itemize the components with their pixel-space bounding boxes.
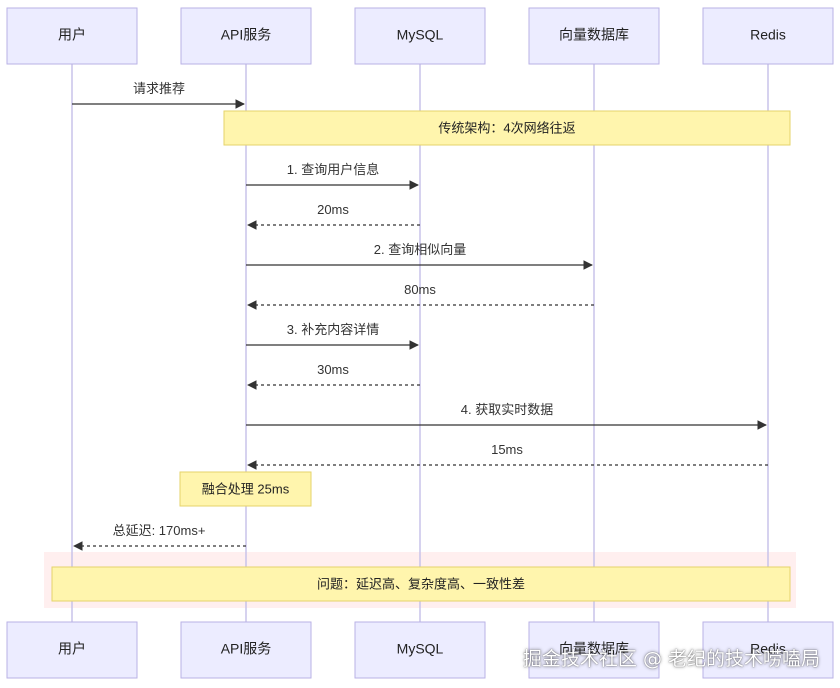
actor-label: Redis [750, 641, 786, 657]
note-problem-text: 问题：延迟高、复杂度高、一致性差 [317, 576, 525, 591]
actor-label: 用户 [58, 27, 86, 43]
message-1: 请求推荐 [72, 81, 245, 109]
lifelines [71, 64, 769, 622]
watermark-text: 掘金技术社区 @ 老纪的技术唠嗑局 [522, 648, 820, 670]
actor-label: 向量数据库 [559, 27, 629, 43]
actor-mysql-top: MySQL [354, 7, 486, 65]
message-label: 3. 补充内容详情 [287, 322, 379, 337]
message-label: 请求推荐 [133, 81, 185, 96]
message-label: 30ms [317, 362, 349, 377]
message-9: 15ms [247, 442, 768, 470]
message-8: 4. 获取实时数据 [246, 402, 767, 430]
actor-label: MySQL [397, 641, 444, 657]
actor-label: 用户 [58, 641, 86, 657]
note-fusion-text: 融合处理 25ms [202, 481, 290, 496]
actor-label: API服务 [221, 27, 272, 43]
actors-bottom: 用户 API服务 MySQL 向量数据库 Redis [6, 621, 834, 679]
message-5: 80ms [247, 282, 594, 310]
actor-box [702, 621, 834, 679]
actor-box [354, 7, 486, 65]
actors-top: 用户 API服务 MySQL 向量数据库 Redis [6, 7, 834, 65]
message-label: 4. 获取实时数据 [461, 402, 553, 417]
message-4: 2. 查询相似向量 [246, 242, 593, 270]
message-3: 20ms [247, 202, 420, 230]
actor-api-top: API服务 [180, 7, 312, 65]
note-fusion: 融合处理 25ms [179, 471, 312, 507]
actor-box [180, 621, 312, 679]
actor-redis-bottom: Redis [702, 621, 834, 679]
actor-vector-bottom: 向量数据库 [528, 621, 660, 679]
message-label: 80ms [404, 282, 436, 297]
actor-box [6, 7, 138, 65]
actor-box [528, 7, 660, 65]
message-10: 总延迟: 170ms+ [73, 523, 246, 551]
actor-user-top: 用户 [6, 7, 138, 65]
message-7: 30ms [247, 362, 420, 390]
messages: 请求推荐 1. 查询用户信息 20ms 2. 查询相似向量 80ms 3. 补充内容详情 3… [72, 81, 768, 551]
message-label: 1. 查询用户信息 [287, 162, 379, 177]
message-2: 1. 查询用户信息 [246, 162, 419, 190]
actor-box [528, 621, 660, 679]
note-problem: 问题：延迟高、复杂度高、一致性差 [51, 566, 791, 602]
message-label: 2. 查询相似向量 [374, 242, 466, 257]
actor-api-bottom: API服务 [180, 621, 312, 679]
actor-box [702, 7, 834, 65]
actor-redis-top: Redis [702, 7, 834, 65]
actor-vector-top: 向量数据库 [528, 7, 660, 65]
message-label: 20ms [317, 202, 349, 217]
message-label: 总延迟: 170ms+ [113, 523, 206, 538]
actor-mysql-bottom: MySQL [354, 621, 486, 679]
actor-user-bottom: 用户 [6, 621, 138, 679]
actor-label: API服务 [221, 641, 272, 657]
note-architecture-text: 传统架构：4次网络往返 [438, 120, 575, 135]
message-label: 15ms [491, 442, 523, 457]
message-6: 3. 补充内容详情 [246, 322, 419, 350]
actor-label: 向量数据库 [559, 641, 629, 657]
actor-label: Redis [750, 27, 786, 43]
actor-box [6, 621, 138, 679]
actor-label: MySQL [397, 27, 444, 43]
actor-box [180, 7, 312, 65]
actor-box [354, 621, 486, 679]
note-architecture: 传统架构：4次网络往返 [223, 110, 791, 146]
